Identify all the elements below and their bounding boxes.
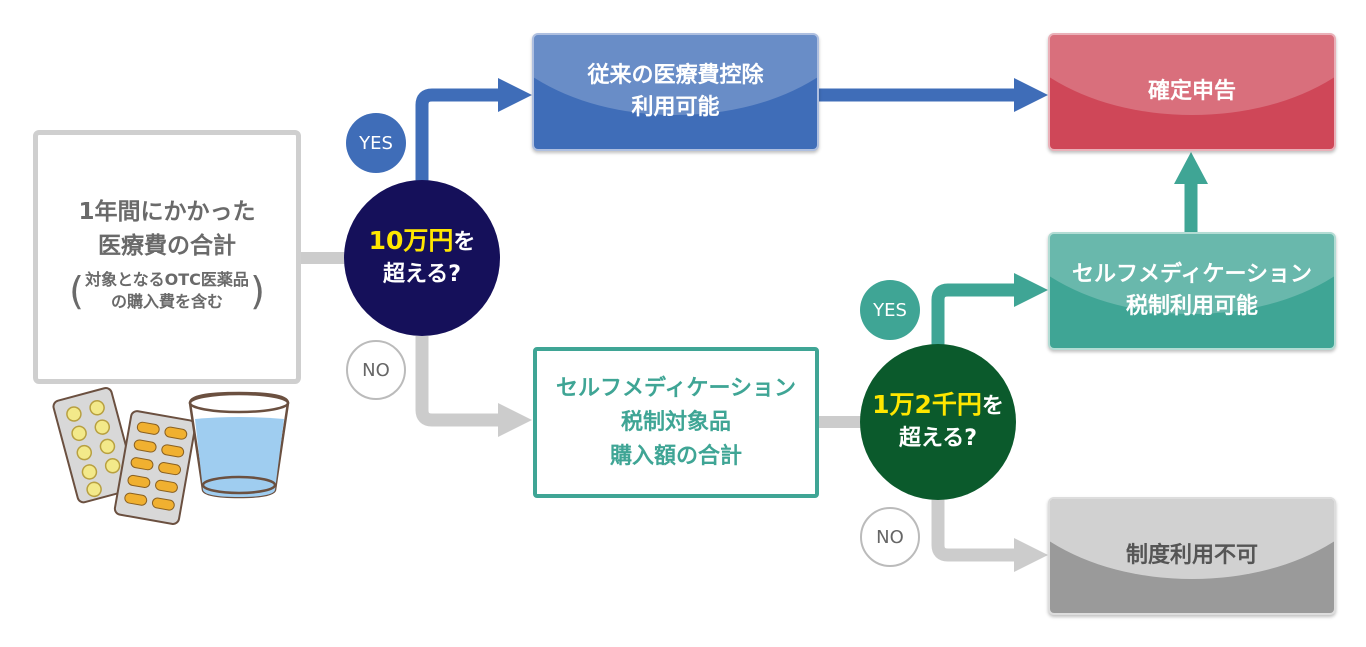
no-badge: NO: [860, 507, 920, 567]
capsule-pack-icon: [113, 410, 197, 525]
question-over-100000-yen: 10万円を 超える?: [344, 180, 500, 336]
arrowhead: [498, 403, 532, 437]
arrow-q1-no: [415, 336, 505, 427]
tax-return-box: 確定申告: [1048, 33, 1336, 151]
yes-badge: YES: [860, 280, 920, 340]
self-med-ok-line1: セルフメディケーション: [1071, 262, 1313, 287]
question2-line2: 超える?: [898, 426, 978, 451]
water-glass-icon: [188, 391, 290, 499]
question1-suffix: を: [453, 230, 476, 255]
no-badge: NO: [346, 340, 406, 400]
yes-badge: YES: [346, 113, 406, 173]
self-med-ok-line2: 税制利用可能: [1125, 294, 1258, 319]
question1-line1: 10万円を: [369, 225, 476, 259]
arrow-q1-yes: [415, 88, 505, 182]
medicine-illustration: [52, 387, 290, 525]
question1-line2: 超える?: [382, 262, 462, 287]
arrowhead: [1014, 538, 1048, 572]
start-note: 対象となるOTC医薬品 の購入費を含む: [69, 269, 265, 313]
question-over-12000-yen: 1万2千円を 超える?: [860, 344, 1016, 500]
self-medication-available-box: セルフメディケーション 税制利用可能: [1048, 232, 1336, 350]
tax-return-label: 確定申告: [1147, 79, 1236, 104]
pill-pack-icon: [52, 387, 137, 504]
arrowhead: [1174, 152, 1208, 184]
question1-amount: 10万円: [368, 226, 454, 255]
self-med-total-line3: 購入額の合計: [609, 443, 742, 469]
traditional-line1: 従来の医療費控除: [587, 63, 764, 88]
question2-line1: 1万2千円を: [872, 389, 1004, 423]
not-available-label: 制度利用不可: [1125, 543, 1258, 568]
self-med-total-line1: セルフメディケーション: [555, 375, 797, 401]
annual-medical-expense-box: 1年間にかかった 医療費の合計 対象となるOTC医薬品 の購入費を含む: [33, 130, 301, 384]
self-medication-total-box: セルフメディケーション 税制対象品 購入額の合計: [533, 347, 819, 498]
self-med-total-line2: 税制対象品: [620, 409, 731, 435]
start-line2: 医療費の合計: [98, 233, 236, 259]
start-note2: の購入費を含む: [110, 292, 223, 311]
arrowhead: [1014, 273, 1048, 307]
traditional-deduction-box: 従来の医療費控除 利用可能: [532, 33, 819, 151]
arrowhead: [498, 78, 532, 112]
arrow-q2-no: [931, 498, 1020, 562]
traditional-line2: 利用可能: [631, 95, 720, 120]
start-note1: 対象となるOTC医薬品: [85, 270, 249, 289]
question2-suffix: を: [981, 394, 1004, 419]
arrow-q2-yes: [931, 283, 1020, 346]
question2-amount: 1万2千円: [872, 390, 982, 419]
arrowhead: [1014, 78, 1048, 112]
start-line1: 1年間にかかった: [78, 199, 256, 225]
not-available-box: 制度利用不可: [1048, 497, 1336, 615]
